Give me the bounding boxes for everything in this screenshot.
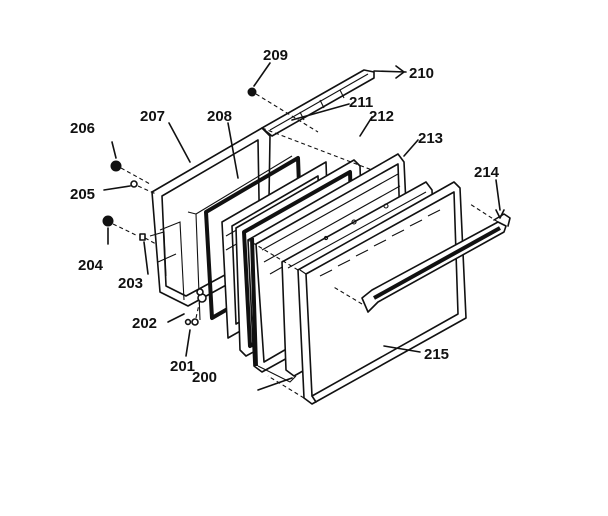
label-202: 202 [132,315,157,332]
label-201: 201 [170,358,195,375]
label-213: 213 [418,130,443,147]
screw-201 [184,299,201,326]
label-214: 214 [474,164,500,181]
label-212: 212 [369,108,394,125]
label-210: 210 [409,65,434,82]
screw-209 [247,87,319,133]
clip-203 [139,233,157,245]
screw-204 [102,215,139,237]
part-labels: 200 201 202 203 204 205 206 207 208 209 … [70,47,500,386]
label-207: 207 [140,108,165,125]
label-211: 211 [349,94,373,111]
door-handle [331,203,511,313]
clip-205 [130,180,157,195]
label-209: 209 [263,47,288,64]
hinge-202 [196,288,207,303]
alignment-lines [247,127,373,399]
vent-trim [261,69,375,137]
leader-lines [103,62,505,391]
label-208: 208 [207,108,232,125]
label-204: 204 [78,257,104,274]
label-206: 206 [70,120,95,137]
label-215: 215 [424,346,449,363]
label-205: 205 [70,186,95,203]
label-200: 200 [192,369,217,386]
screw-206 [110,160,151,185]
label-203: 203 [118,275,143,292]
